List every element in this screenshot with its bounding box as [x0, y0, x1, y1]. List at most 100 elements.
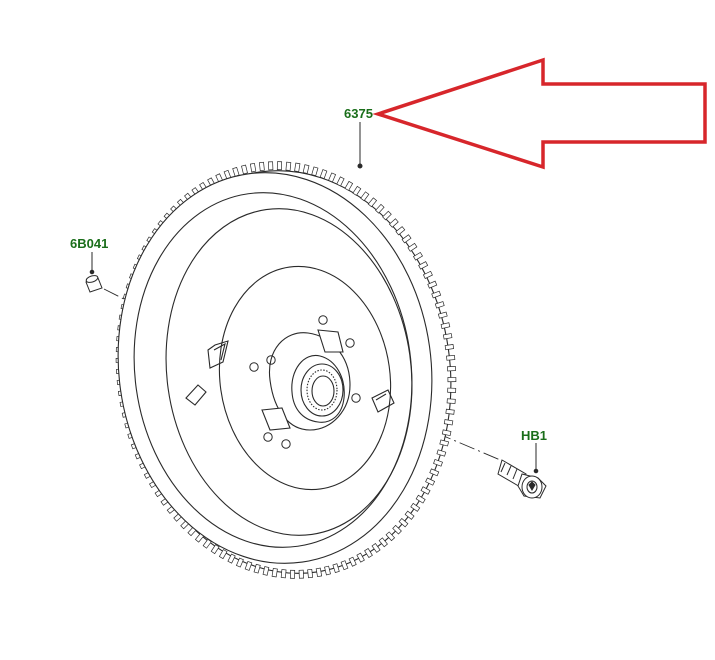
gear-tooth [356, 552, 365, 563]
gear-tooth [415, 494, 426, 504]
hub-spline-inner [306, 369, 338, 411]
gear-tooth [401, 234, 412, 244]
gear-tooth [410, 502, 421, 512]
gear-tooth [332, 563, 340, 574]
gear-tooth [371, 542, 381, 553]
hub-tab-bottom [261, 407, 291, 431]
gear-tooth [360, 191, 370, 202]
gear-tooth [244, 560, 253, 571]
gear-tooth [445, 408, 455, 415]
gear-tooth [429, 468, 440, 477]
gear-tooth [441, 429, 452, 437]
gear-tooth [392, 524, 402, 535]
flywheel-window-right-inner [375, 393, 387, 401]
gear-tooth [268, 161, 274, 171]
gear-tooth [398, 517, 409, 528]
gear-tooth [440, 322, 451, 329]
leader-hb1-dot [533, 468, 539, 474]
gear-tooth [218, 549, 228, 560]
callout-label-6375: 6375 [344, 106, 373, 121]
gear-tooth [434, 301, 445, 309]
flywheel-bolt [497, 459, 547, 499]
gear-tooth [407, 242, 418, 252]
gear-tooth [364, 548, 373, 559]
leader-6b041-dot [89, 269, 95, 275]
gear-tooth [324, 565, 331, 576]
gear-tooth [404, 510, 415, 520]
gear-tooth [444, 344, 455, 351]
highlight-arrow-icon [372, 57, 707, 170]
gear-tooth [285, 161, 292, 171]
gear-tooth [262, 566, 270, 576]
gear-tooth [294, 162, 301, 173]
flywheel [115, 161, 457, 579]
gear-tooth [258, 161, 265, 172]
flywheel-recess [218, 265, 392, 491]
gear-tooth [340, 560, 349, 571]
gear-tooth [395, 226, 406, 236]
gear-tooth [443, 419, 454, 426]
gear-tooth [271, 567, 278, 578]
gear-tooth [319, 169, 328, 180]
gear-tooth [227, 553, 236, 564]
hub-tab-top [317, 329, 344, 353]
gear-tooth [378, 537, 388, 548]
gear-tooth [418, 261, 429, 270]
gear-tooth [446, 354, 456, 361]
dowel-pin [85, 275, 103, 293]
gear-tooth [315, 567, 323, 578]
gear-tooth [412, 251, 423, 261]
gear-tooth [289, 569, 296, 579]
bolt-hole [351, 393, 361, 403]
gear-tooth [431, 290, 442, 299]
gear-tooth [210, 544, 220, 555]
gear-tooth [439, 439, 450, 447]
gear-tooth [280, 569, 287, 579]
gear-tooth [348, 556, 357, 567]
gear-tooth [249, 162, 257, 173]
flywheel-window-left [207, 340, 229, 369]
gear-tooth [436, 449, 447, 457]
leader-lines [89, 122, 539, 474]
bolt-hole [318, 315, 328, 325]
callout-label-hb1: HB1 [521, 428, 548, 443]
gear-tooth [328, 172, 337, 183]
gear-tooth [311, 166, 319, 177]
gear-tooth [385, 531, 396, 542]
flywheel-face-inner [165, 208, 413, 536]
gear-tooth [447, 377, 457, 383]
gear-tooth [425, 477, 436, 486]
hub-spline-outer [300, 363, 344, 417]
flywheel-window-left-inner [213, 342, 226, 361]
gear-tooth [375, 203, 385, 214]
gear-tooth [437, 311, 448, 319]
gear-tooth [352, 185, 362, 196]
gear-tooth [241, 164, 248, 175]
gear-tooth [420, 486, 431, 495]
leader-6375-dot [357, 163, 363, 169]
hub-bore [311, 375, 335, 407]
flywheel-bolt-holes [249, 315, 361, 449]
bolt-hole [345, 338, 355, 348]
gear-tooth [232, 166, 240, 177]
flywheel-window-right [371, 389, 395, 413]
flywheel-diamond [185, 384, 207, 406]
bolt-hole [263, 432, 273, 442]
gear-tooth [336, 176, 345, 187]
gear-tooth [427, 280, 438, 289]
gear-tooth [235, 557, 244, 568]
gear-tooth [367, 197, 378, 208]
gear-tooth [447, 365, 456, 372]
gear-tooth [307, 568, 314, 579]
gear-tooth [442, 333, 453, 340]
bolt-hole [249, 362, 259, 372]
callout-label-6b041: 6B041 [70, 236, 109, 251]
gear-tooth [388, 218, 399, 228]
gear-tooth [253, 563, 261, 574]
bolt-hole [281, 439, 291, 449]
gear-tooth [302, 164, 310, 174]
bolt-hole [266, 355, 276, 365]
gear-tooth [446, 398, 456, 404]
gear-tooth [298, 569, 304, 579]
gear-tooth [433, 459, 443, 467]
